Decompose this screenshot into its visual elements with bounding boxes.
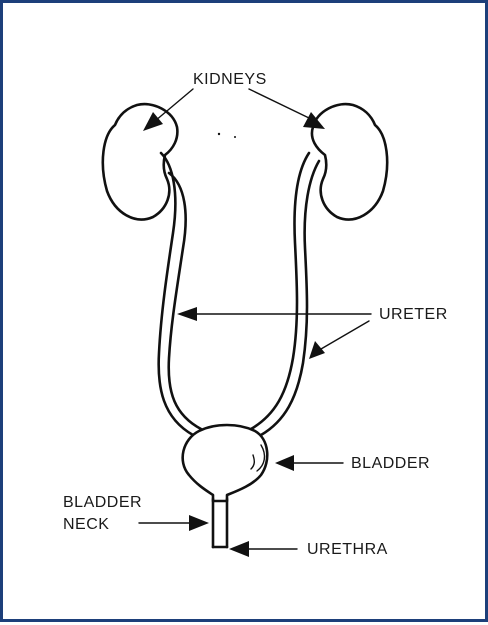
bladder-neck-arrowhead <box>189 515 209 531</box>
kidneys-left-pointer-line <box>155 89 193 121</box>
kidneys-right-pointer-line <box>249 89 309 118</box>
label-bladder-neck-line2: NECK <box>63 516 109 533</box>
ureter-right-pointer-line <box>321 321 369 349</box>
label-kidneys: KIDNEYS <box>193 71 267 88</box>
label-bladder: BLADDER <box>351 455 430 472</box>
ureter-right-arrowhead <box>309 341 325 359</box>
bladder-arrowhead <box>275 455 294 471</box>
right-ureter-inner-wall <box>251 153 309 429</box>
label-bladder-neck-line1: BLADDER <box>63 494 142 511</box>
urinary-system-diagram: KIDNEYS URETER BLADDER BLADDER NECK URET… <box>3 3 488 625</box>
label-urethra: URETHRA <box>307 541 388 558</box>
urethra-arrowhead <box>229 541 249 557</box>
right-ureter-outer-wall <box>261 161 319 435</box>
speck <box>234 136 236 138</box>
left-ureter-inner-wall <box>169 173 201 429</box>
speck <box>218 133 220 135</box>
right-kidney <box>312 104 387 219</box>
ureter-left-arrowhead <box>177 307 197 321</box>
label-ureter: URETER <box>379 306 448 323</box>
